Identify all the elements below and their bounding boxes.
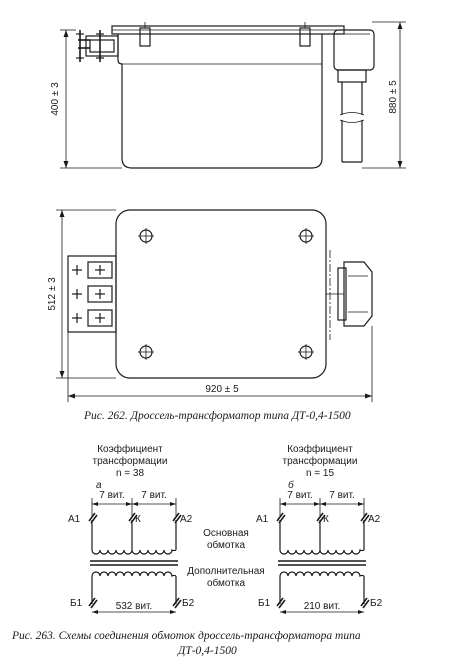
dim-length-label: 920 ± 5	[205, 384, 239, 395]
terminal-k-a: К	[135, 514, 141, 525]
terminal-b1-a: Б1	[70, 598, 83, 609]
coef-title-b: Коэффициент	[287, 443, 353, 455]
terminal-a2-b: А2	[368, 514, 381, 525]
terminal-a1-b: А1	[256, 514, 269, 525]
turns-bottom-b: 210 вит.	[304, 601, 341, 612]
coef-title-a: Коэффициент	[97, 443, 163, 455]
turns-left-b: 7 вит.	[287, 490, 313, 501]
top-view: 512 ± 3 920 ± 5	[47, 209, 373, 402]
dim-height-label: 400 ± 3	[50, 82, 61, 116]
turns-right-a: 7 вит.	[141, 490, 167, 501]
turns-left-a: 7 вит.	[99, 490, 125, 501]
terminal-b2-a: Б2	[182, 598, 195, 609]
coef-value-b: n = 15	[306, 468, 335, 479]
main-winding-label-1: Основная	[203, 528, 249, 539]
figure-263-caption-line2: ДТ-0,4-1500	[178, 645, 237, 657]
extra-winding-label-2: обмотка	[207, 577, 245, 589]
coef-subtitle-b: трансформации	[283, 455, 358, 467]
turns-right-b: 7 вит.	[329, 490, 355, 501]
letter-b: б	[288, 479, 294, 491]
mounting-hole	[138, 344, 154, 360]
terminal-b1-b: Б1	[258, 598, 271, 609]
terminal-a2-a: А2	[180, 514, 193, 525]
terminal-k-b: К	[323, 514, 329, 525]
terminal-plus-icon	[72, 265, 105, 323]
extra-winding-label-1: Дополнительная	[187, 566, 264, 577]
coef-subtitle-a: трансформации	[93, 455, 168, 467]
mounting-hole	[298, 344, 314, 360]
schematic-b: Коэффициент трансформации n = 15 б 7 вит…	[256, 443, 383, 614]
mounting-hole	[298, 228, 314, 244]
dim-width-label: 512 ± 3	[47, 277, 58, 311]
side-view: 400 ± 3 880 ± 5	[50, 21, 406, 169]
coef-value-a: n = 38	[116, 468, 145, 479]
figure-262-caption: Рис. 262. Дроссель-трансформатор типа ДТ…	[84, 410, 351, 422]
figure-263-caption-line1: Рис. 263. Схемы соединения обмоток дросс…	[12, 630, 361, 642]
dim-total-height-label: 880 ± 5	[388, 80, 399, 114]
letter-a: а	[96, 480, 102, 491]
turns-bottom-a: 532 вит.	[116, 601, 153, 612]
terminal-a1-a: А1	[68, 514, 81, 525]
schematic-a: Коэффициент трансформации n = 38 а 7 вит…	[68, 443, 195, 614]
terminal-b2-b: Б2	[370, 598, 383, 609]
main-winding-label-2: обмотка	[207, 539, 245, 551]
mounting-hole	[138, 228, 154, 244]
